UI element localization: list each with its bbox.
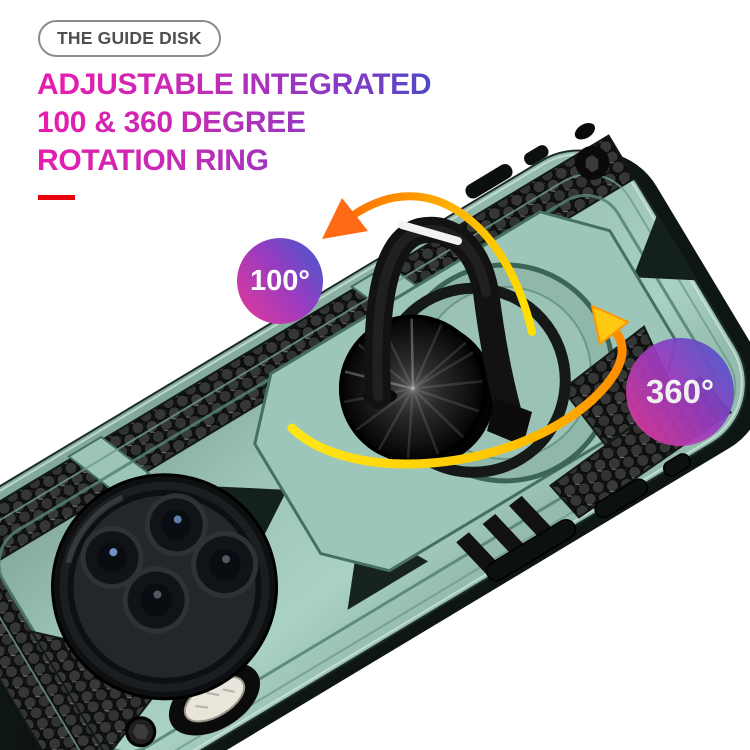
arrowhead — [590, 304, 630, 346]
camera-lens — [80, 493, 259, 634]
curved-rotation-arrow-icon — [322, 192, 536, 336]
headline: ADJUSTABLE INTEGRATED 100 & 360 DEGREE R… — [37, 66, 517, 180]
rear-hole — [574, 122, 610, 180]
angle-badge-100: 100° — [237, 238, 323, 324]
guide-disk-badge: THE GUIDE DISK — [38, 20, 221, 57]
headline-line-3: ROTATION RING — [37, 144, 269, 177]
ring-kickstand — [363, 216, 532, 446]
corner-screw — [125, 716, 157, 748]
side-buttons-bottom — [485, 453, 691, 582]
angle-badge-360-label: 360° — [645, 373, 715, 410]
arrowhead — [322, 198, 368, 239]
panel-outline-outer — [0, 173, 737, 750]
circular-rotation-arrow-icon — [287, 304, 630, 469]
guide-disk-badge-label: THE GUIDE DISK — [57, 28, 202, 48]
angle-badge-360: 360° — [626, 338, 734, 446]
camera-module — [51, 473, 279, 701]
kickstand-highlight — [398, 221, 462, 245]
side-buttons-top — [465, 145, 549, 199]
kickstand-hinge — [487, 398, 532, 446]
corner-bumper — [16, 723, 74, 750]
headline-line-2: 100 & 360 DEGREE — [37, 106, 306, 139]
headline-line-1: ADJUSTABLE INTEGRATED — [37, 68, 432, 101]
angle-badge-100-label: 100° — [250, 264, 310, 297]
red-underline — [38, 195, 75, 200]
accent-wedge-right — [633, 213, 698, 281]
